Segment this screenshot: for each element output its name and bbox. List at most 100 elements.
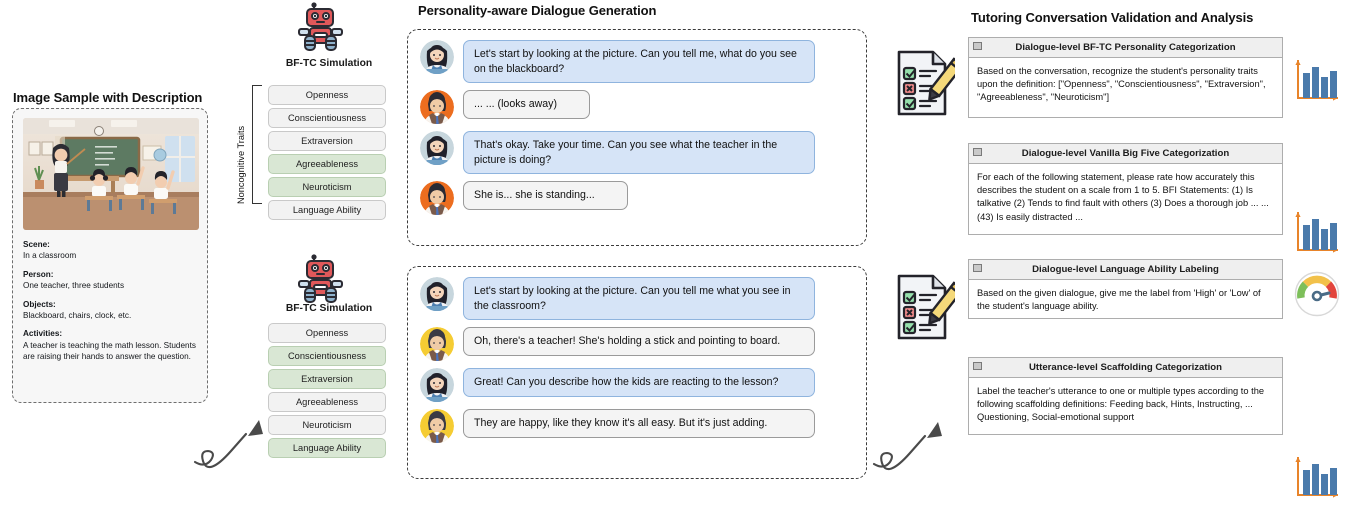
card-body: For each of the following statement, ple…: [977, 172, 1269, 222]
desc-value: In a classroom: [23, 251, 77, 261]
desc-key: Person:: [23, 269, 54, 279]
desc-value: One teacher, three students: [23, 281, 125, 291]
card-header: Dialogue-level Language Ability Labeling: [969, 260, 1282, 280]
card-title: Dialogue-level Language Ability Labeling: [1032, 264, 1219, 275]
dialogue-bubble-teacher: That's okay. Take your time. Can you see…: [463, 131, 815, 175]
robot-icon-2: [296, 254, 346, 311]
image-sample-card: Scene: In a classroom Person: One teache…: [12, 108, 208, 403]
trait-conscientiousness[interactable]: Conscientiousness: [268, 108, 386, 128]
dialogue-turn: They are happy, like they know it's all …: [420, 409, 854, 444]
teacher-avatar: [420, 277, 454, 311]
bar-chart-icon-2: [1294, 210, 1338, 253]
analysis-card-4[interactable]: Utterance-level Scaffolding Categorizati…: [968, 357, 1283, 435]
collapse-icon[interactable]: [973, 361, 982, 370]
student-avatar: [420, 181, 454, 216]
trait-extraversion[interactable]: Extraversion: [268, 369, 386, 389]
desc-block: Scene: In a classroom: [23, 239, 197, 262]
dialogue-bubble-teacher: Great! Can you describe how the kids are…: [463, 368, 815, 397]
dialogue-turn: She is... she is standing...: [420, 181, 854, 216]
student-avatar: [420, 90, 454, 125]
robot-icon-1: [296, 2, 346, 59]
checklist-pencil-icon-2: [893, 272, 965, 347]
card-header: Dialogue-level Vanilla Big Five Categori…: [969, 144, 1282, 164]
dialogue-bubble-student: Oh, there's a teacher! She's holding a s…: [463, 327, 815, 356]
desc-value: Blackboard, chairs, clock, etc.: [23, 311, 132, 321]
trait-language-ability[interactable]: Language Ability: [268, 200, 386, 220]
card-title: Utterance-level Scaffolding Categorizati…: [1029, 362, 1222, 373]
trait-label: Agreeableness: [295, 397, 359, 407]
curved-arrow-right-icon: [872, 420, 952, 487]
desc-key: Scene:: [23, 240, 50, 249]
teacher-avatar: [420, 40, 454, 74]
dialogue-bubble-student: They are happy, like they know it's all …: [463, 409, 815, 438]
trait-list-1: Openness Conscientiousness Extraversion …: [268, 85, 386, 223]
noncognitive-traits-label: Noncognitive Traits: [236, 125, 246, 204]
dialogue-turn: Let's start by looking at the picture. C…: [420, 40, 854, 84]
trait-label: Neuroticism: [302, 420, 352, 430]
trait-neuroticism[interactable]: Neuroticism: [268, 415, 386, 435]
classroom-illustration: [23, 118, 199, 230]
collapse-icon[interactable]: [973, 41, 982, 50]
desc-block: Activities: A teacher is teaching the ma…: [23, 328, 197, 362]
dialogue-bubble-student: ... ... (looks away): [463, 90, 590, 119]
simulation-1-label: BF-TC Simulation: [285, 58, 373, 69]
desc-key: Objects:: [23, 299, 56, 309]
trait-openness[interactable]: Openness: [268, 323, 386, 343]
simulation-2-label: BF-TC Simulation: [285, 303, 373, 314]
trait-conscientiousness[interactable]: Conscientiousness: [268, 346, 386, 366]
bar-chart-icon-3: [1294, 455, 1338, 498]
dialogue-bubble-student: She is... she is standing...: [463, 181, 628, 210]
card-body: Label the teacher's utterance to one or …: [977, 386, 1265, 423]
trait-label: Conscientiousness: [287, 351, 367, 361]
image-sample-title: Image Sample with Description: [13, 90, 203, 105]
analysis-title: Tutoring Conversation Validation and Ana…: [971, 10, 1254, 25]
teacher-avatar: [420, 368, 454, 403]
dialogue-turn: Let's start by looking at the picture. C…: [420, 277, 854, 321]
trait-label: Neuroticism: [302, 182, 352, 192]
checklist-pencil-icon-1: [893, 48, 965, 123]
collapse-icon[interactable]: [973, 147, 982, 156]
dialogue-turn: That's okay. Take your time. Can you see…: [420, 131, 854, 175]
card-title: Dialogue-level BF-TC Personality Categor…: [1015, 42, 1236, 53]
trait-label: Conscientiousness: [287, 113, 367, 123]
analysis-card-3[interactable]: Dialogue-level Language Ability Labeling…: [968, 259, 1283, 319]
trait-label: Openness: [305, 90, 349, 100]
desc-value: A teacher is teaching the math lesson. S…: [23, 340, 196, 362]
dialogue-turn: Oh, there's a teacher! She's holding a s…: [420, 327, 854, 362]
trait-agreeableness[interactable]: Agreeableness: [268, 392, 386, 412]
desc-block: Objects: Blackboard, chairs, clock, etc.: [23, 299, 197, 322]
desc-key: Activities:: [23, 329, 63, 339]
dialogue-bubble-teacher: Let's start by looking at the picture. C…: [463, 40, 815, 84]
trait-openness[interactable]: Openness: [268, 85, 386, 105]
trait-label: Openness: [305, 328, 349, 338]
trait-agreeableness[interactable]: Agreeableness: [268, 154, 386, 174]
trait-label: Language Ability: [292, 443, 362, 453]
trait-extraversion[interactable]: Extraversion: [268, 131, 386, 151]
trait-list-2: Openness Conscientiousness Extraversion …: [268, 323, 386, 461]
dialogue-turn: Great! Can you describe how the kids are…: [420, 368, 854, 403]
trait-neuroticism[interactable]: Neuroticism: [268, 177, 386, 197]
dialogue-turn: ... ... (looks away): [420, 90, 854, 125]
desc-block: Person: One teacher, three students: [23, 269, 197, 292]
card-body: Based on the given dialogue, give me the…: [977, 288, 1261, 312]
gauge-icon: [1294, 271, 1340, 317]
card-header: Utterance-level Scaffolding Categorizati…: [969, 358, 1282, 378]
trait-label: Extraversion: [301, 374, 353, 384]
card-body: Based on the conversation, recognize the…: [977, 66, 1266, 103]
card-title: Dialogue-level Vanilla Big Five Categori…: [1021, 148, 1230, 159]
curved-arrow-left-icon: [193, 418, 273, 485]
dialogue-panel-1: Let's start by looking at the picture. C…: [407, 29, 867, 246]
trait-label: Agreeableness: [295, 159, 359, 169]
analysis-card-1[interactable]: Dialogue-level BF-TC Personality Categor…: [968, 37, 1283, 118]
dialogue-panel-2: Let's start by looking at the picture. C…: [407, 266, 867, 479]
student-avatar: [420, 327, 454, 362]
analysis-card-2[interactable]: Dialogue-level Vanilla Big Five Categori…: [968, 143, 1283, 235]
bar-chart-icon-1: [1294, 58, 1338, 101]
trait-bracket-1: [252, 85, 262, 204]
collapse-icon[interactable]: [973, 263, 982, 272]
teacher-avatar: [420, 131, 454, 166]
dialogue-title: Personality-aware Dialogue Generation: [418, 3, 657, 18]
trait-language-ability[interactable]: Language Ability: [268, 438, 386, 458]
dialogue-bubble-teacher: Let's start by looking at the picture. C…: [463, 277, 815, 321]
